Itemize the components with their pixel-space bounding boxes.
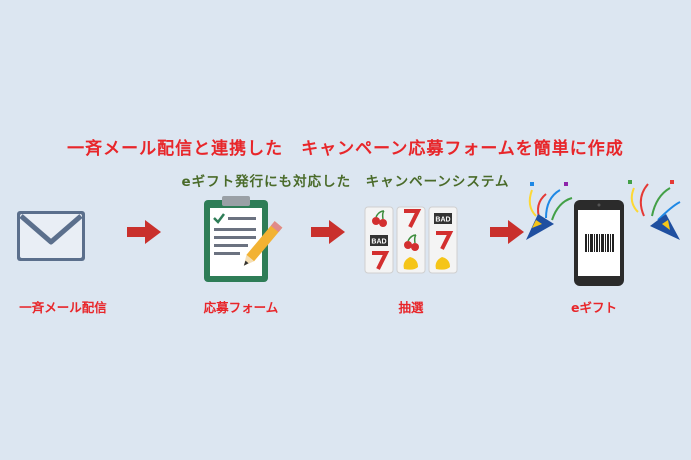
arrow-right-icon [490, 220, 524, 244]
step-label-form: 応募フォーム [203, 300, 279, 315]
envelope-icon [14, 208, 88, 264]
step-label-egift: eギフト [571, 300, 617, 315]
slot-badge-1: BAD [371, 239, 386, 246]
slot-badge-2: BAD [435, 217, 450, 224]
step-label-lottery: 抽選 [398, 300, 424, 315]
headline: 一斉メール配信と連携した キャンペーン応募フォームを簡単に作成 [67, 139, 624, 159]
step-label-mail: 一斉メール配信 [19, 300, 107, 315]
arrow-right-icon [311, 220, 345, 244]
arrow-right-icon [127, 220, 161, 244]
subline: eギフト発行にも対応した キャンペーンシステム [181, 174, 510, 190]
clipboard-icon [202, 196, 286, 284]
slot-machine-icon: BAD BAD [364, 205, 458, 275]
smartphone-barcode-icon [524, 176, 684, 288]
